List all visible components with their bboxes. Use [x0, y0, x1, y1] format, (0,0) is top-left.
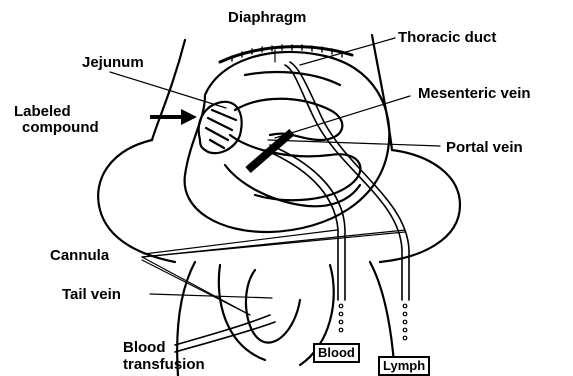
- label-blood-transfusion-line2: transfusion: [123, 357, 205, 373]
- lymph-drip-1: [403, 304, 407, 308]
- blood-drip-4: [339, 328, 343, 332]
- lymph-drip-5: [403, 336, 407, 340]
- label-cannula: Cannula: [50, 248, 109, 264]
- label-thoracic-duct: Thoracic duct: [398, 30, 496, 46]
- blood-cannula: [265, 150, 338, 300]
- blood-drip-3: [339, 320, 343, 324]
- label-jejunum: Jejunum: [82, 55, 144, 71]
- rear-body-left: [98, 140, 175, 262]
- label-tail-vein: Tail vein: [62, 287, 121, 303]
- label-lymph-box: Lymph: [378, 356, 430, 376]
- label-labeled-compound-line1: Labeled: [14, 104, 71, 120]
- lymph-drip-4: [403, 328, 407, 332]
- blood-drip-2: [339, 312, 343, 316]
- label-portal-vein: Portal vein: [446, 140, 523, 156]
- transfusion-tube: [175, 315, 270, 345]
- blood-drip-1: [339, 304, 343, 308]
- label-labeled-compound-line2: compound: [22, 120, 99, 136]
- label-blood-transfusion-line1: Blood: [123, 340, 166, 356]
- lymph-drip-2: [403, 312, 407, 316]
- leg-inner-left: [219, 265, 265, 360]
- tail-loop: [246, 270, 300, 343]
- lymph-drip-3: [403, 320, 407, 324]
- label-mesenteric-vein: Mesenteric vein: [418, 86, 531, 102]
- label-diaphragm: Diaphragm: [228, 10, 306, 26]
- portal-vein-bar: [248, 132, 292, 170]
- label-blood-box: Blood: [313, 343, 360, 363]
